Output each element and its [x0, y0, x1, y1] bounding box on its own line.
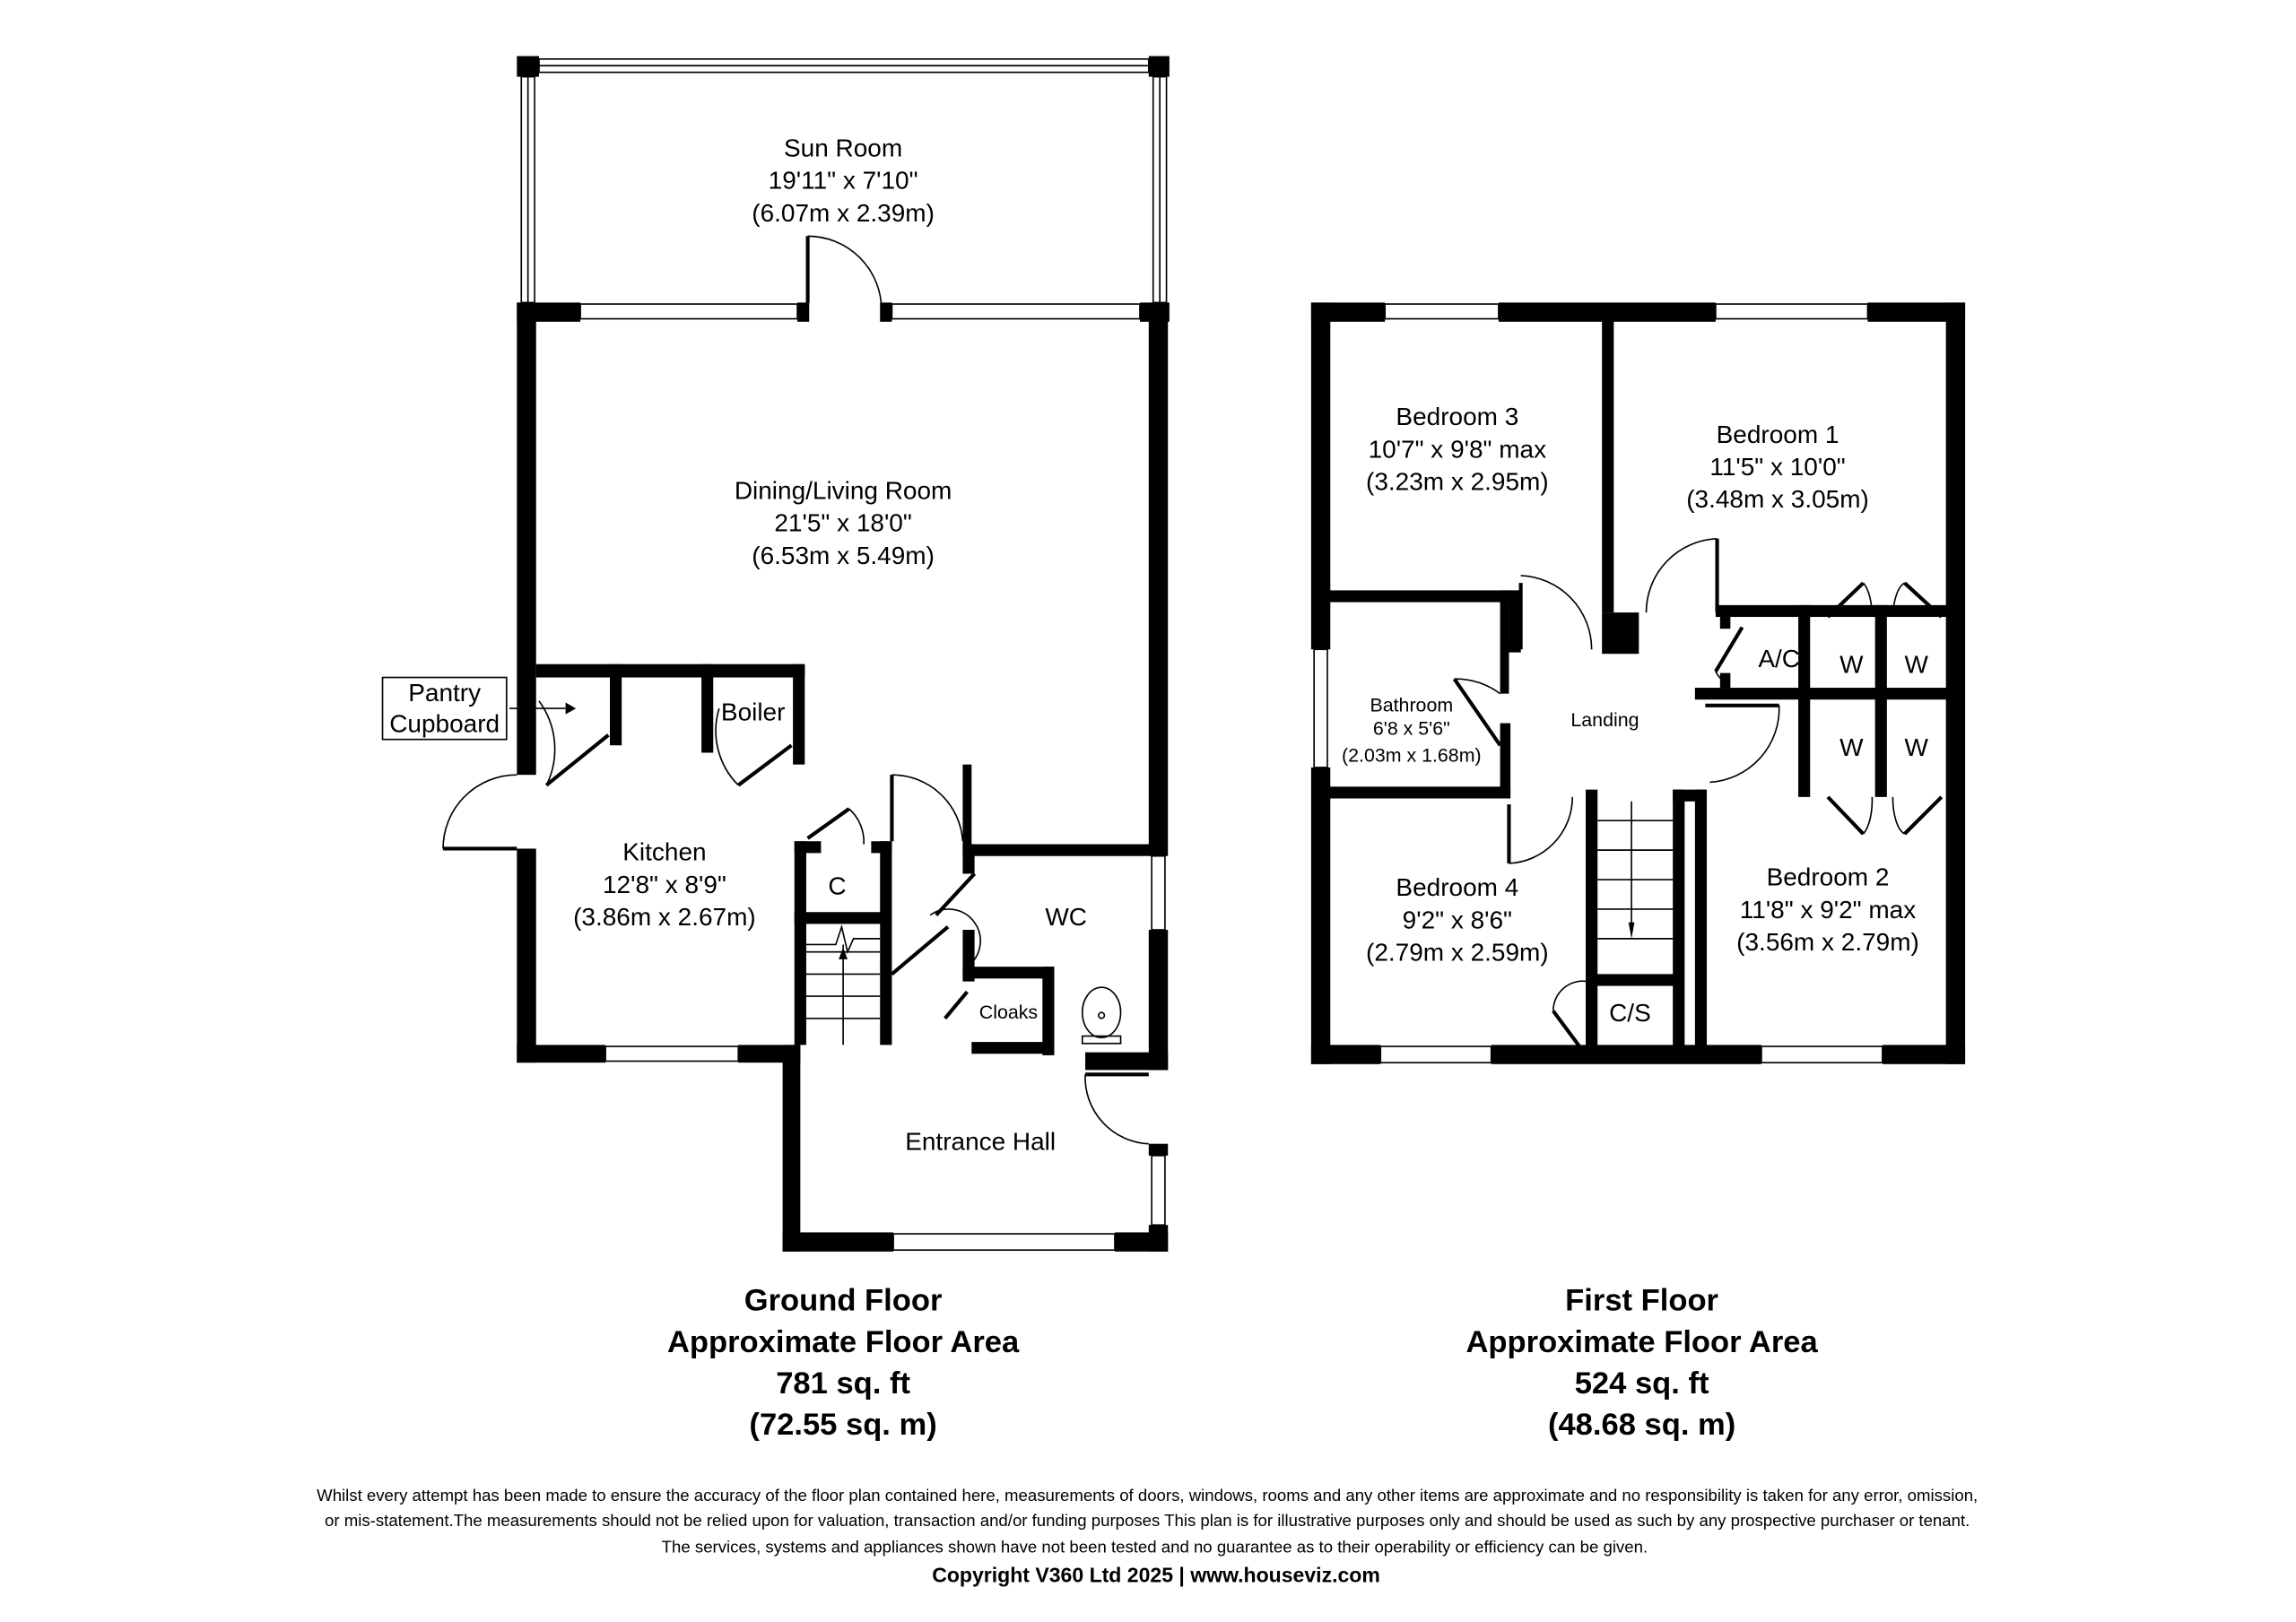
first-floor-plan: Bedroom 3 10'7" x 9'8" max (3.23m x 2.95…	[1310, 302, 1966, 1442]
ground-floor-title: Ground Floor	[744, 1284, 943, 1318]
pantry-cupboard-label: Cupboard	[389, 709, 500, 737]
copyright: Copyright V360 Ltd 2025 | www.houseviz.c…	[932, 1564, 1380, 1587]
sun-room-metric: (6.07m x 2.39m)	[752, 199, 935, 227]
ground-floor-plan: Sun Room 19'11" x 7'10" (6.07m x 2.39m) …	[381, 56, 1170, 1442]
toilet-icon	[1081, 986, 1122, 1045]
first-floor-stairs[interactable]	[1597, 801, 1674, 940]
bedroom1-metric: (3.48m x 3.05m)	[1686, 485, 1869, 513]
sun-room-imperial: 19'11" x 7'10"	[769, 167, 918, 195]
cloaks-label: Cloaks	[979, 1002, 1038, 1023]
ground-floor-doors	[442, 235, 1149, 1145]
disclaimer-line-3: The services, systems and appliances sho…	[662, 1538, 1648, 1557]
cs-label: C/S	[1609, 999, 1651, 1027]
bedroom2-metric: (3.56m x 2.79m)	[1736, 928, 1919, 956]
ground-floor-stairs[interactable]	[805, 924, 881, 1045]
bedroom2-imperial: 11'8" x 9'2" max	[1740, 896, 1916, 924]
first-floor-area-sqft: 524 sq. ft	[1575, 1366, 1709, 1401]
boiler-label: Boiler	[721, 698, 786, 725]
disclaimer-line-1: Whilst every attempt has been made to en…	[317, 1486, 1978, 1505]
wardrobe-label: W	[1905, 733, 1929, 761]
bedroom3-imperial: 10'7" x 9'8" max	[1369, 435, 1546, 463]
bedroom2-label: Bedroom 2	[1767, 863, 1890, 891]
landing-label: Landing	[1570, 709, 1639, 731]
disclaimer-line-2: or mis-statement.The measurements should…	[325, 1511, 1970, 1530]
bathroom-label: Bathroom	[1370, 694, 1453, 716]
bedroom1-label: Bedroom 1	[1717, 421, 1839, 448]
ac-label: A/C	[1758, 645, 1800, 672]
bedroom1-imperial: 11'5" x 10'0"	[1709, 453, 1845, 481]
first-floor-title: First Floor	[1565, 1284, 1718, 1318]
wc-label: WC	[1045, 903, 1087, 931]
ground-floor-area-sqm: (72.55 sq. m)	[749, 1408, 936, 1442]
dining-living-imperial: 21'5" x 18'0"	[774, 509, 911, 537]
first-floor-doors	[1452, 537, 1944, 1053]
wardrobe-label: W	[1839, 733, 1864, 761]
sun-room-label: Sun Room	[784, 134, 902, 161]
entrance-hall-label: Entrance Hall	[905, 1127, 1056, 1155]
first-floor-walls	[1310, 302, 1966, 1064]
sun-room-walls	[517, 56, 1170, 304]
first-floor-area-sqm: (48.68 sq. m)	[1548, 1408, 1735, 1442]
pantry-label: Pantry	[408, 679, 481, 707]
wardrobe-label: W	[1839, 651, 1864, 679]
footer: Whilst every attempt has been made to en…	[317, 1486, 1978, 1587]
kitchen-label: Kitchen	[622, 838, 706, 866]
kitchen-metric: (3.86m x 2.67m)	[573, 903, 756, 931]
bedroom3-metric: (3.23m x 2.95m)	[1366, 467, 1549, 495]
bathroom-metric: (2.03m x 1.68m)	[1342, 744, 1482, 766]
wardrobe-label: W	[1905, 651, 1929, 679]
first-floor-area-label: Approximate Floor Area	[1465, 1325, 1818, 1359]
bedroom4-metric: (2.79m x 2.59m)	[1366, 939, 1549, 967]
bedroom4-label: Bedroom 4	[1396, 873, 1518, 901]
ground-floor-area-label: Approximate Floor Area	[667, 1325, 1020, 1359]
kitchen-imperial: 12'8" x 8'9"	[603, 871, 726, 898]
cupboard-label: C	[828, 872, 846, 900]
pantry-label-box	[381, 676, 508, 741]
bedroom4-imperial: 9'2" x 8'6"	[1403, 906, 1512, 933]
dining-living-label: Dining/Living Room	[735, 476, 952, 504]
ground-floor-walls	[517, 302, 1170, 1252]
bedroom3-label: Bedroom 3	[1396, 403, 1518, 430]
dining-living-metric: (6.53m x 5.49m)	[752, 542, 935, 569]
bathroom-imperial: 6'8 x 5'6"	[1373, 718, 1450, 740]
ground-floor-area-sqft: 781 sq. ft	[776, 1366, 910, 1401]
